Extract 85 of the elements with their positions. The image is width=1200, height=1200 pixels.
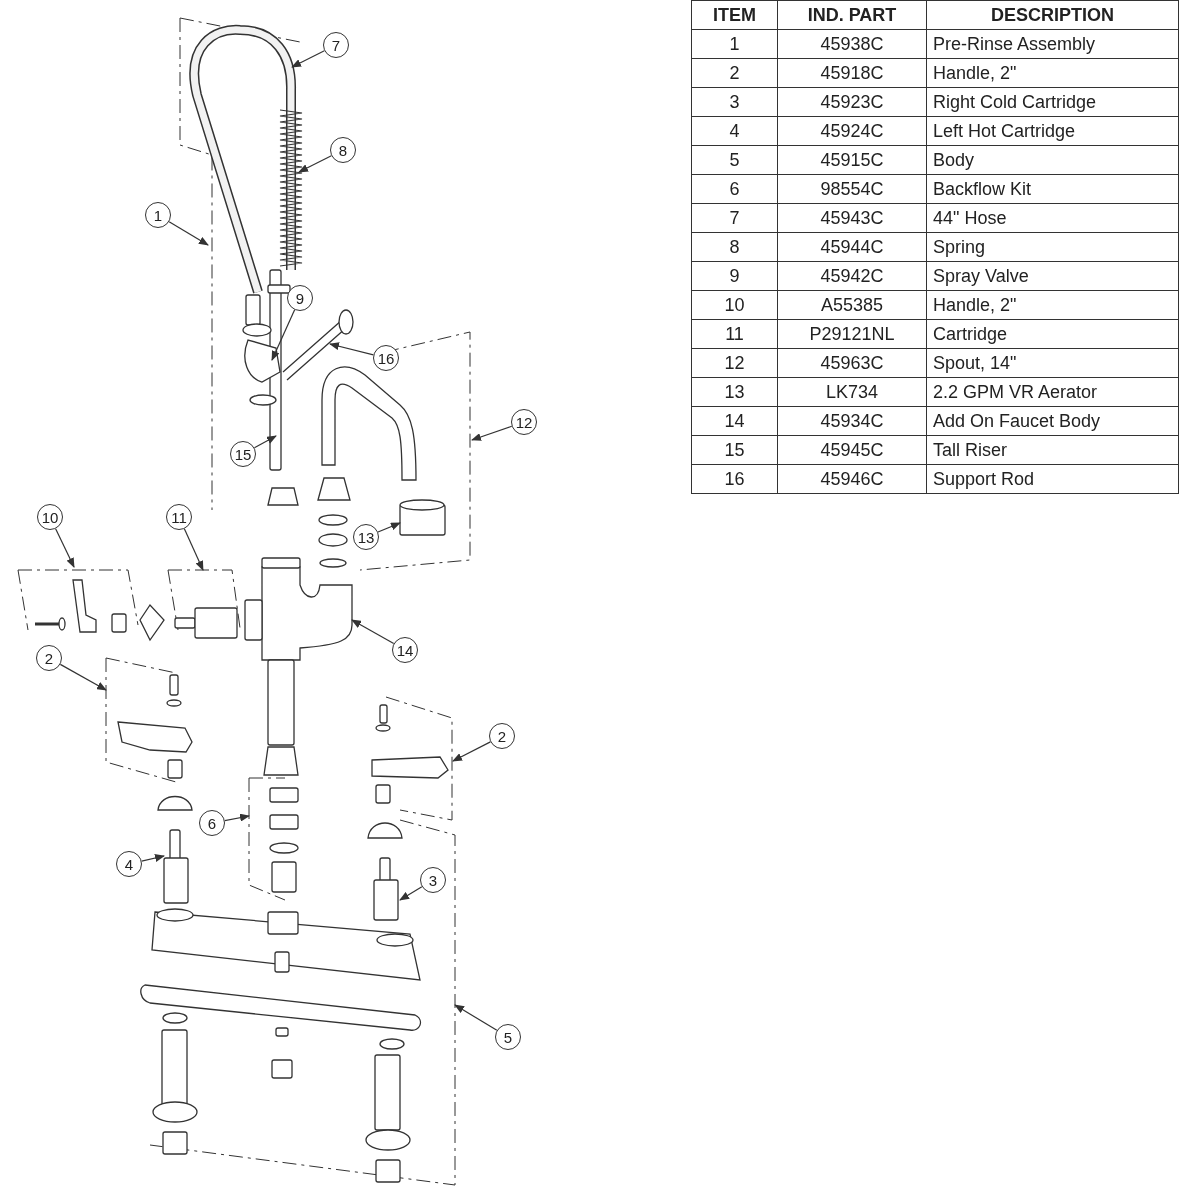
column-header: IND. PART bbox=[807, 3, 897, 27]
table-cell-text: 45918C bbox=[820, 61, 884, 85]
table-cell-text: 45923C bbox=[820, 90, 884, 114]
table-cell-text: 2.2 GPM VR Aerator bbox=[933, 380, 1098, 404]
callout-number: 10 bbox=[37, 504, 63, 530]
table-cell-text: 11 bbox=[725, 322, 744, 346]
callout-number: 4 bbox=[116, 851, 142, 877]
leader-line bbox=[454, 1004, 498, 1031]
table-cell-text: 16 bbox=[724, 467, 745, 491]
leader-line bbox=[329, 342, 374, 356]
table-cell-text: A55385 bbox=[820, 293, 884, 317]
callout-number: 6 bbox=[199, 810, 225, 836]
table-cell-text: Left Hot Cartridge bbox=[933, 119, 1076, 143]
leader-line bbox=[168, 221, 209, 246]
leader-line bbox=[351, 619, 395, 645]
table-cell-text: Support Rod bbox=[933, 467, 1035, 491]
leader-line bbox=[183, 528, 204, 571]
table-cell-text: P29121NL bbox=[809, 322, 895, 346]
table-cell-text: 45946C bbox=[820, 467, 884, 491]
table-cell-text: Spout, 14" bbox=[933, 351, 1017, 375]
table-cell-text: Add On Faucet Body bbox=[933, 409, 1101, 433]
column-header: DESCRIPTION bbox=[991, 3, 1114, 27]
callout-number: 5 bbox=[495, 1024, 521, 1050]
leader-line bbox=[224, 813, 250, 822]
table-cell-text: 8 bbox=[729, 235, 740, 259]
callout-number: 3 bbox=[420, 867, 446, 893]
table-cell-text: Handle, 2" bbox=[933, 61, 1017, 85]
table-cell-text: 45944C bbox=[820, 235, 884, 259]
leader-line bbox=[399, 886, 423, 901]
callout-number: 12 bbox=[511, 409, 537, 435]
leader-line bbox=[271, 309, 296, 361]
leader-line bbox=[377, 522, 401, 533]
callout-number: 8 bbox=[330, 137, 356, 163]
table-cell-text: Body bbox=[933, 148, 975, 172]
table-cell-text: Spray Valve bbox=[933, 264, 1029, 288]
table-cell-text: Cartridge bbox=[933, 322, 1008, 346]
table-cell-text: 45963C bbox=[820, 351, 884, 375]
leader-line bbox=[471, 425, 513, 441]
column-header: ITEM bbox=[713, 3, 756, 27]
leader-line bbox=[59, 663, 107, 691]
table-cell-text: 45934C bbox=[820, 409, 884, 433]
table-cell-text: 5 bbox=[729, 148, 740, 172]
table-cell-text: 45924C bbox=[820, 119, 884, 143]
table-cell-text: 6 bbox=[729, 177, 740, 201]
callout-number: 11 bbox=[166, 504, 192, 530]
leader-line bbox=[452, 741, 492, 762]
table-cell-text: 9 bbox=[729, 264, 740, 288]
leader-line bbox=[141, 854, 165, 862]
leader-line bbox=[253, 435, 277, 449]
table-cell-text: 7 bbox=[729, 206, 740, 230]
table-cell-text: 98554C bbox=[820, 177, 884, 201]
callout-number: 2 bbox=[489, 723, 515, 749]
table-cell-text: 15 bbox=[724, 438, 745, 462]
table-cell-text: 44" Hose bbox=[933, 206, 1007, 230]
leader-line bbox=[298, 155, 332, 173]
table-cell-text: 13 bbox=[724, 380, 745, 404]
table-cell-text: 4 bbox=[729, 119, 740, 143]
leader-line bbox=[291, 50, 325, 68]
table-cell-text: 45945C bbox=[820, 438, 884, 462]
table-cell-text: 45943C bbox=[820, 206, 884, 230]
table-cell-text: 3 bbox=[729, 90, 740, 114]
leader-line bbox=[55, 528, 75, 568]
table-cell-text: 45942C bbox=[820, 264, 884, 288]
table-cell-text: LK734 bbox=[825, 380, 879, 404]
table-cell-text: Right Cold Cartridge bbox=[933, 90, 1097, 114]
table-cell-text: Pre-Rinse Assembly bbox=[933, 32, 1096, 56]
callout-number: 15 bbox=[230, 441, 256, 467]
table-cell-text: 10 bbox=[724, 293, 745, 317]
callout-number: 16 bbox=[373, 345, 399, 371]
callout-number: 9 bbox=[287, 285, 313, 311]
table-cell-text: Handle, 2" bbox=[933, 293, 1017, 317]
table-cell-text: 1 bbox=[729, 32, 740, 56]
table-cell-text: 45938C bbox=[820, 32, 884, 56]
table-cell-text: 12 bbox=[724, 351, 745, 375]
callout-number: 13 bbox=[353, 524, 379, 550]
callout-number: 7 bbox=[323, 32, 349, 58]
table-cell-text: 45915C bbox=[820, 148, 884, 172]
callout-number: 2 bbox=[36, 645, 62, 671]
table-cell-text: 14 bbox=[724, 409, 745, 433]
table-cell-text: Backflow Kit bbox=[933, 177, 1032, 201]
callout-number: 14 bbox=[392, 637, 418, 663]
table-cell-text: Tall Riser bbox=[933, 438, 1007, 462]
table-cell-text: Spring bbox=[933, 235, 986, 259]
table-cell-text: 2 bbox=[729, 61, 740, 85]
callout-number: 1 bbox=[145, 202, 171, 228]
